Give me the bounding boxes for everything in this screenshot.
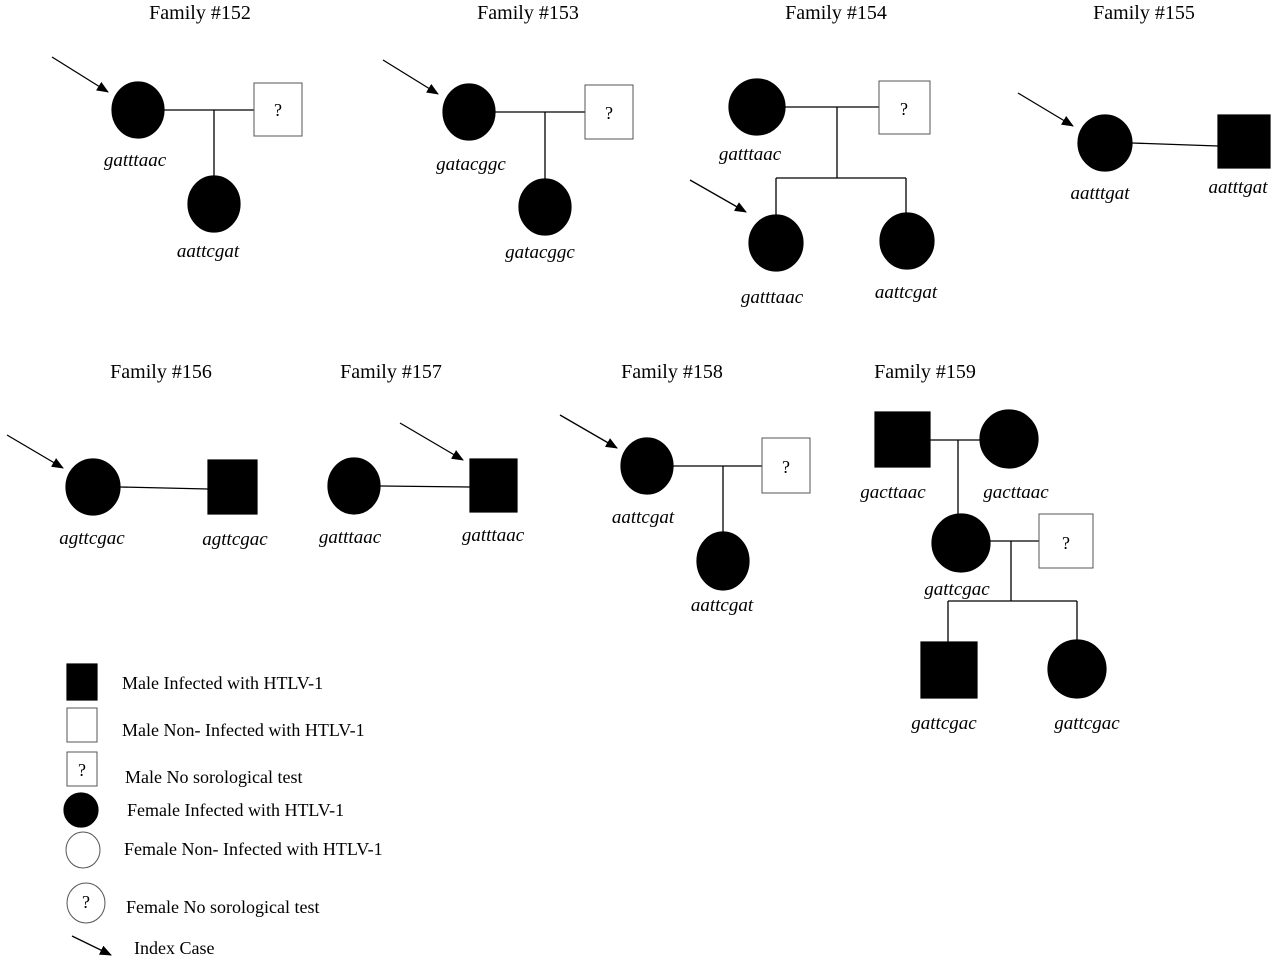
- family-158-title: Family #158: [621, 361, 723, 383]
- female-infected-symbol: [111, 81, 165, 139]
- legend-open-square-icon: [66, 707, 98, 743]
- sequence-label: aattcgat: [177, 241, 240, 262]
- legend-label: Male Non- Infected with HTLV-1: [122, 720, 365, 740]
- family-159: Family #159 ? gacttaac gacttaac gattcgac…: [860, 361, 1120, 734]
- sequence-label: agttcgac: [59, 528, 125, 549]
- family-152: Family #152 ? gatttaac aattcgat: [51, 2, 303, 262]
- sequence-label: agttcgac: [202, 529, 268, 550]
- sequence-label: gatttaac: [741, 287, 804, 308]
- question-mark: ?: [900, 99, 908, 119]
- legend-question-square-icon: [66, 751, 98, 787]
- family-155-title: Family #155: [1093, 2, 1195, 24]
- legend: Male Infected with HTLV-1 Male Non- Infe…: [63, 663, 383, 958]
- family-153: Family #153 ? gatacggc gatacggc: [382, 2, 634, 263]
- male-infected-symbol: [469, 458, 518, 513]
- legend-filled-circle-icon: [63, 792, 99, 828]
- marriage-line: [379, 485, 471, 488]
- female-infected-symbol: [1077, 114, 1133, 172]
- sequence-label: gatacggc: [505, 242, 575, 263]
- female-infected-symbol: [187, 175, 241, 233]
- female-infected-symbol: [1047, 639, 1107, 699]
- legend-open-circle-icon: [65, 831, 101, 869]
- family-154: Family #154 ? gatttaac gatttaac aattcgat: [689, 2, 938, 308]
- question-mark: ?: [274, 100, 282, 120]
- sequence-label: aattcgat: [875, 282, 938, 303]
- male-untested-symbol: [761, 437, 811, 494]
- sequence-label: aattcgat: [612, 507, 675, 528]
- family-158: Family #158 ? aattcgat aattcgat: [559, 361, 811, 616]
- question-mark: ?: [605, 103, 613, 123]
- index-case-arrow: [1017, 92, 1074, 127]
- male-untested-symbol: [1038, 513, 1094, 569]
- legend-label: Female No sorological test: [126, 897, 319, 917]
- sequence-label: gatttaac: [319, 527, 382, 548]
- female-infected-symbol: [979, 409, 1039, 469]
- family-157: Family #157 gatttaac gatttaac: [319, 361, 525, 548]
- sequence-label: gatacggc: [436, 154, 506, 175]
- question-mark: ?: [782, 457, 790, 477]
- sequence-label: gattcgac: [924, 579, 990, 600]
- male-untested-symbol: [253, 82, 303, 137]
- family-152-title: Family #152: [149, 2, 251, 24]
- female-infected-symbol: [728, 78, 786, 136]
- male-infected-symbol: [207, 459, 258, 515]
- legend-label: Male No sorological test: [125, 767, 302, 787]
- legend-label: Male Infected with HTLV-1: [122, 673, 323, 693]
- family-156: Family #156 agttcgac agttcgac: [6, 361, 268, 550]
- sequence-label: gattcgac: [1054, 713, 1120, 734]
- index-case-arrow: [689, 179, 747, 213]
- marriage-line: [119, 486, 209, 490]
- sequence-label: gatttaac: [104, 150, 167, 171]
- male-infected-symbol: [874, 411, 931, 468]
- family-154-title: Family #154: [785, 2, 887, 24]
- index-case-arrow: [382, 59, 439, 95]
- female-infected-symbol: [931, 513, 991, 573]
- female-infected-symbol: [327, 457, 381, 515]
- male-infected-symbol: [920, 641, 978, 699]
- female-infected-symbol: [442, 83, 496, 141]
- question-mark: ?: [1062, 533, 1070, 553]
- index-case-arrow: [399, 422, 464, 461]
- family-159-title: Family #159: [874, 361, 976, 383]
- legend-question-mark: ?: [78, 760, 86, 780]
- male-infected-symbol: [1217, 114, 1271, 169]
- index-case-arrow: [559, 414, 618, 449]
- female-infected-symbol: [748, 214, 804, 272]
- legend-label: Index Case: [134, 938, 214, 958]
- sequence-label: gatttaac: [719, 144, 782, 165]
- sequence-label: gacttaac: [860, 482, 926, 503]
- female-infected-symbol: [518, 178, 572, 236]
- legend-filled-square-icon: [66, 663, 98, 701]
- female-infected-symbol: [65, 458, 121, 516]
- legend-question-circle-icon: [66, 882, 106, 924]
- family-153-title: Family #153: [477, 2, 579, 24]
- legend-label: Female Non- Infected with HTLV-1: [124, 839, 383, 859]
- legend-label: Female Infected with HTLV-1: [127, 800, 344, 820]
- family-157-title: Family #157: [340, 361, 442, 383]
- female-infected-symbol: [620, 437, 674, 495]
- family-156-title: Family #156: [110, 361, 212, 383]
- legend-arrow-icon: [71, 935, 112, 956]
- family-155: Family #155 aatttgat aatttgat: [1017, 2, 1271, 204]
- male-untested-symbol: [584, 84, 634, 140]
- marriage-line: [1131, 142, 1219, 147]
- sequence-label: aatttgat: [1208, 177, 1268, 198]
- sequence-label: gacttaac: [983, 482, 1049, 503]
- female-infected-symbol: [696, 531, 750, 591]
- sequence-label: gattcgac: [911, 713, 977, 734]
- female-infected-symbol: [879, 212, 935, 270]
- sequence-label: gatttaac: [462, 525, 525, 546]
- sequence-label: aatttgat: [1070, 183, 1130, 204]
- male-untested-symbol: [878, 80, 931, 135]
- index-case-arrow: [51, 56, 109, 93]
- index-case-arrow: [6, 434, 64, 469]
- sequence-label: aattcgat: [691, 595, 754, 616]
- legend-question-mark: ?: [82, 892, 90, 912]
